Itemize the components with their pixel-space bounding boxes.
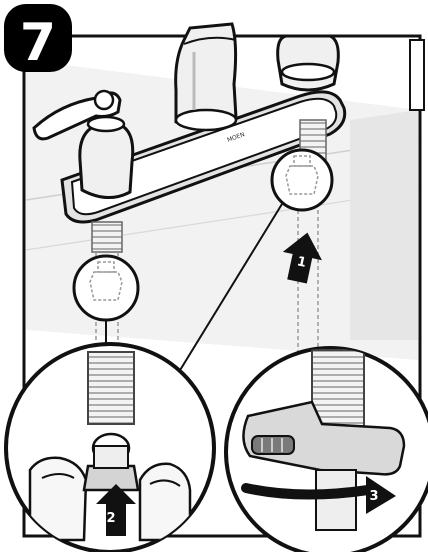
callout-2-label: 2	[106, 511, 115, 526]
callout-3-label: 3	[369, 489, 378, 504]
arrow-up-icon: 1	[282, 232, 322, 284]
leader-line-right	[173, 203, 283, 381]
arrow-up-icon: 2	[96, 484, 136, 536]
callout-1-label: 1	[296, 254, 308, 271]
magnified-view-left: 2	[4, 342, 216, 552]
step-badge-icon: 7	[4, 4, 72, 73]
detail-circle-right	[270, 148, 334, 212]
step-number: 7	[20, 13, 56, 73]
adjustable-wrench-icon	[242, 400, 406, 476]
faucet-assembly: MOEN	[32, 22, 425, 224]
magnified-view-right: 3	[224, 346, 428, 552]
detail-circle-left	[72, 254, 140, 322]
rotate-arrow-icon: 3	[241, 476, 396, 514]
